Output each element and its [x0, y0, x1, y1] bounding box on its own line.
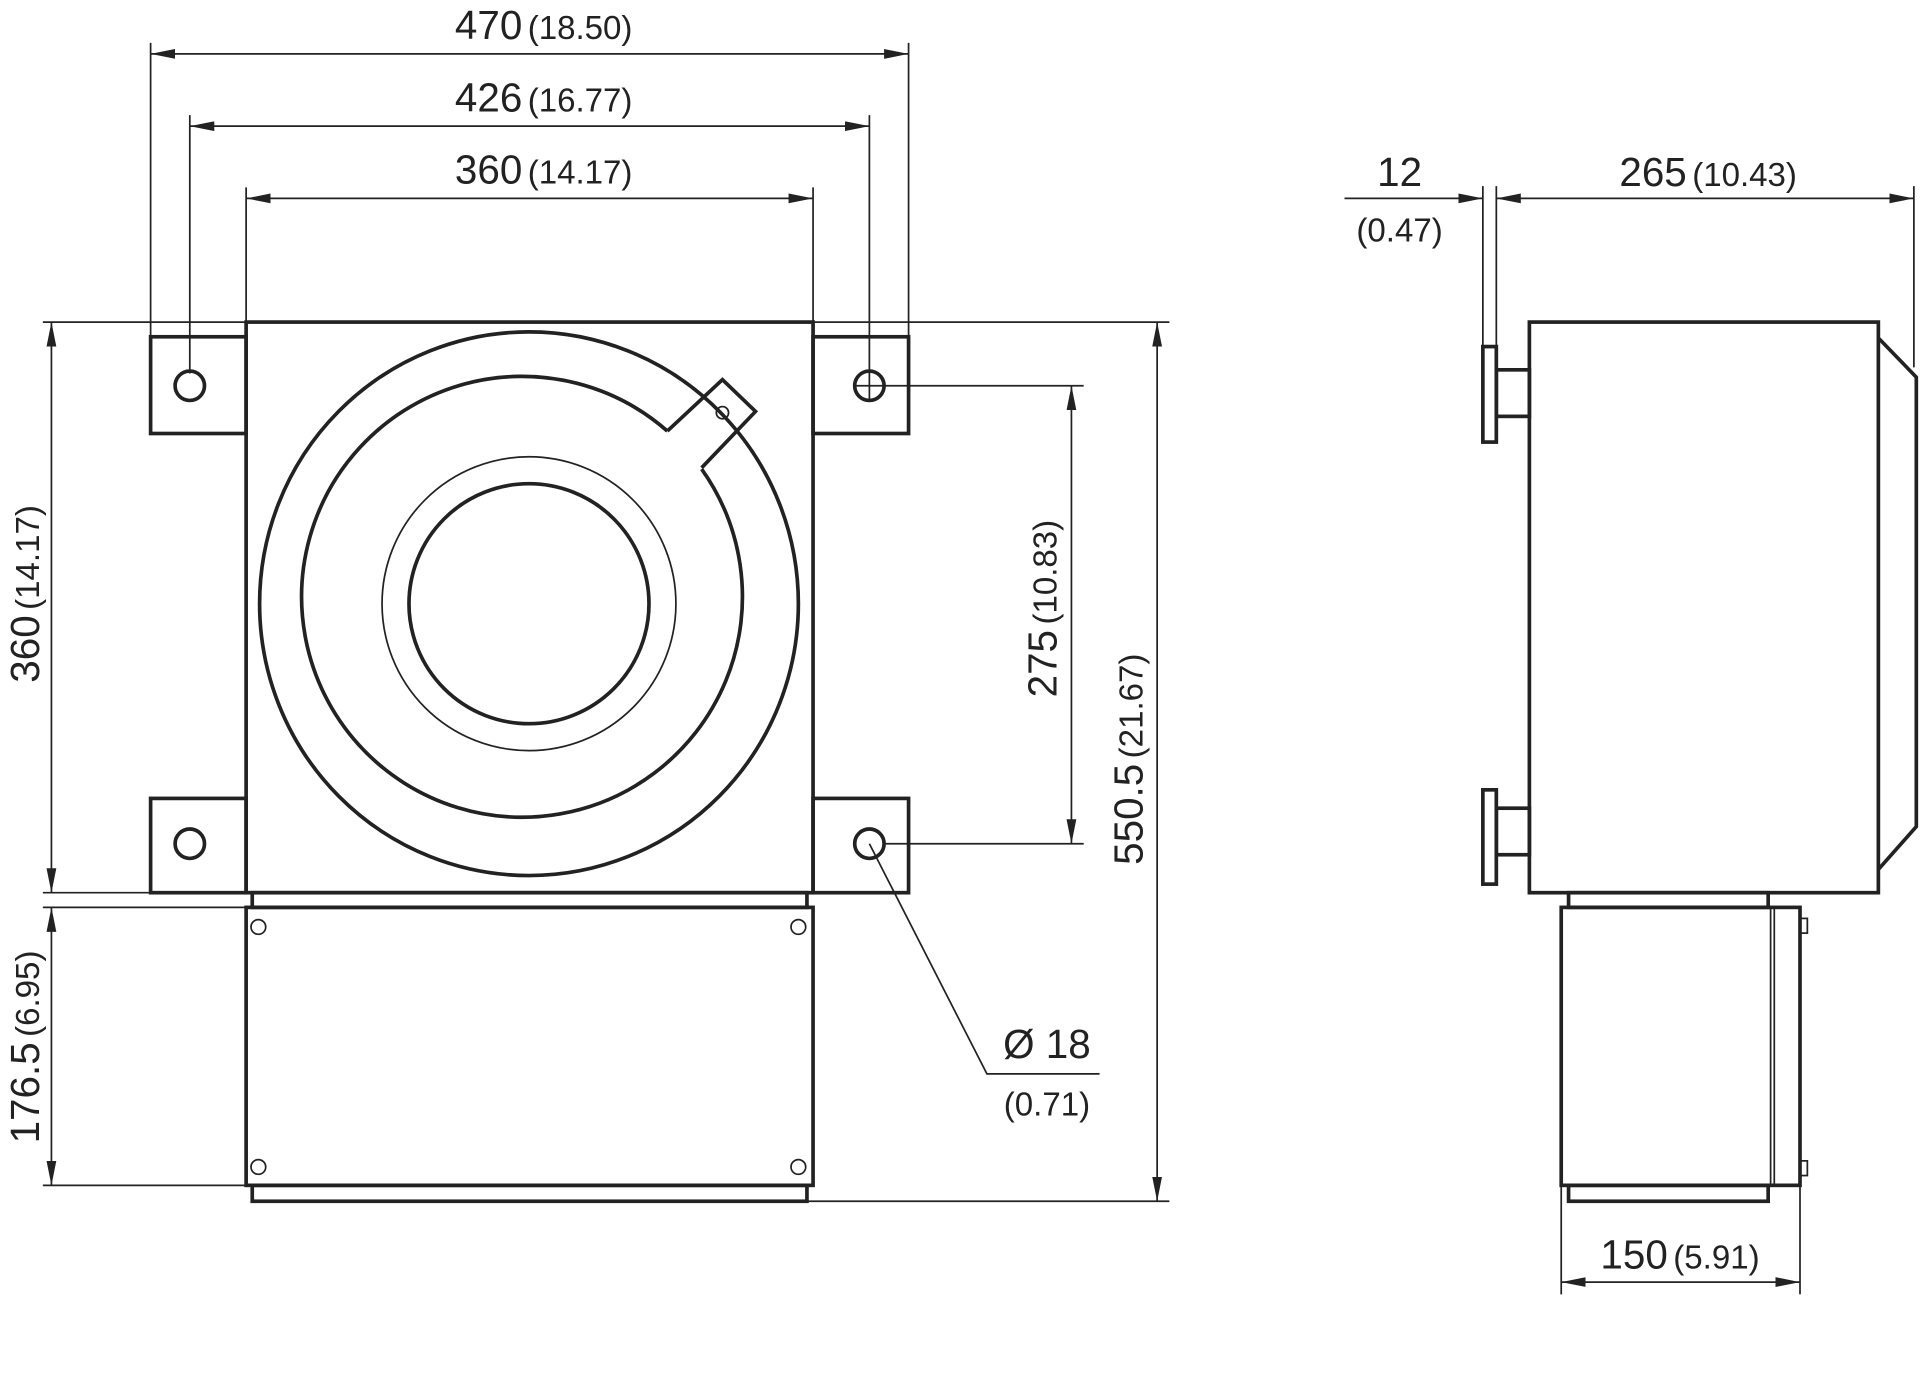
dim-label-426: 426 (16.77)	[455, 74, 633, 120]
inner-ring	[381, 455, 677, 752]
side-spacer	[1566, 890, 1771, 910]
flange-top	[1481, 344, 1499, 444]
mounting-hole	[173, 369, 207, 403]
screw	[250, 1158, 267, 1176]
middle-ring	[299, 374, 745, 820]
mounting-hole	[852, 827, 886, 861]
mounting-hole	[173, 827, 207, 861]
dim-label-12-inch: (0.47)	[1356, 212, 1442, 249]
lug-bottom-right	[811, 796, 911, 895]
ring-tab	[666, 377, 759, 470]
flange-stub-bottom	[1494, 806, 1532, 857]
terminal-box	[244, 905, 815, 1188]
side-body	[1527, 320, 1881, 895]
dim-label-176: 176.5 (6.95)	[2, 951, 48, 1144]
nub	[1799, 1160, 1809, 1177]
front-view: 470 (18.50) 426 (16.77) 360 (14.17) 360 …	[2, 2, 1170, 1204]
spacer-strip	[250, 890, 809, 910]
housing-body	[244, 320, 815, 895]
dim-label-550: 550.5 (21.67)	[1105, 654, 1151, 865]
hole-leader	[868, 843, 1100, 1075]
side-cap	[1876, 336, 1919, 871]
mounting-lugs	[148, 334, 911, 895]
dim-label-150: 150 (5.91)	[1600, 1232, 1759, 1278]
dim-label-275: 275 (10.83)	[1020, 520, 1066, 698]
side-view: 12 (0.47) 265 (10.43) 150 (5.91)	[1344, 149, 1919, 1295]
side-base-strip	[1566, 1183, 1771, 1204]
dim-label-12: 12	[1377, 149, 1422, 195]
lug-bottom-left	[148, 796, 248, 895]
hole-diameter-inch: (0.71)	[1004, 1087, 1090, 1124]
dim-label-265: 265 (10.43)	[1619, 149, 1797, 195]
lug-top-left	[148, 334, 248, 436]
screw	[250, 918, 267, 936]
outer-ring	[257, 330, 801, 878]
flange-stub-top	[1494, 368, 1532, 419]
aperture	[407, 481, 651, 726]
dim-label-470: 470 (18.50)	[455, 2, 633, 48]
transducer-ring	[257, 330, 801, 878]
hole-diameter-label: Ø 18	[1003, 1021, 1091, 1067]
nub	[1799, 917, 1809, 934]
dim-label-360-height: 360 (14.17)	[2, 505, 48, 683]
dim-label-360-width: 360 (14.17)	[455, 147, 633, 193]
side-terminal-box	[1559, 905, 1802, 1188]
flange-bottom	[1481, 788, 1499, 886]
screw	[790, 1158, 807, 1176]
tab-hole	[715, 405, 730, 420]
base-strip	[250, 1183, 809, 1204]
screw	[790, 918, 807, 936]
